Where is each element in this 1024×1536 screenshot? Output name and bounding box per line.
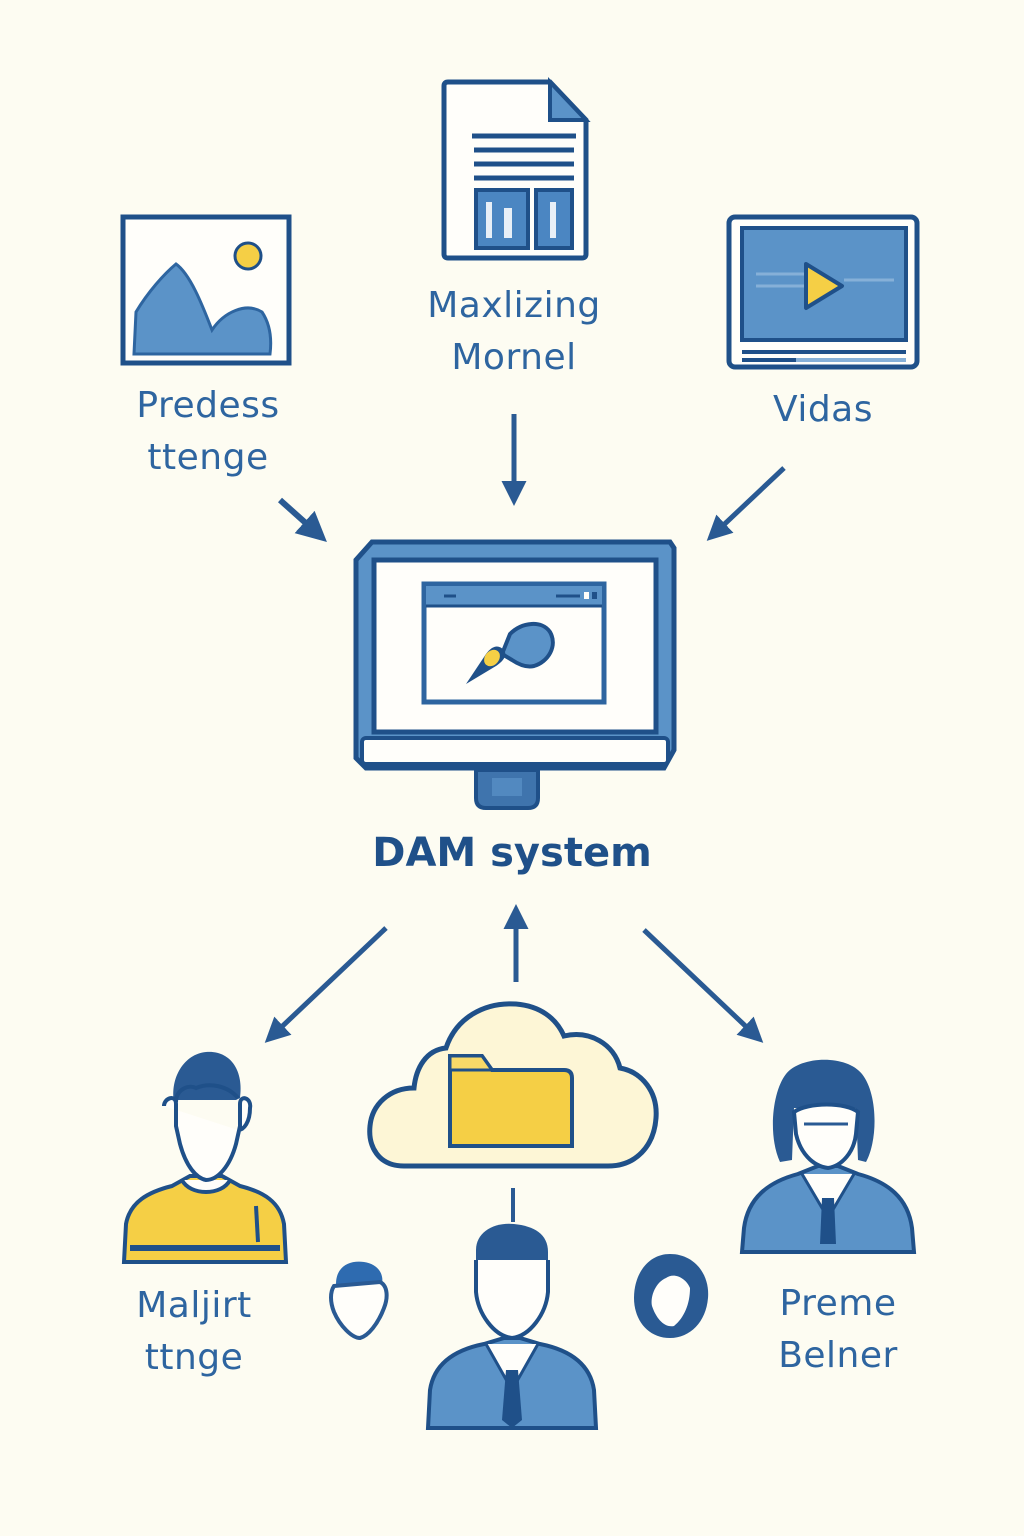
label-document-line-1: Maxlizing bbox=[427, 285, 601, 326]
folder-icon bbox=[448, 1054, 574, 1148]
user-yellow-shirt-icon bbox=[121, 1051, 289, 1264]
user-right bbox=[738, 1052, 917, 1260]
arrow-image-to-dam bbox=[277, 497, 327, 543]
label-image-line-1: Predess bbox=[136, 385, 280, 426]
label-document: Maxlizing Mornel bbox=[384, 280, 644, 384]
input-document bbox=[440, 76, 591, 266]
label-document-line-2: Mornel bbox=[451, 337, 577, 378]
arrow-dam-to-user-left bbox=[264, 926, 388, 1043]
arrow-video-to-dam bbox=[706, 466, 786, 541]
label-user-right: Preme Belner bbox=[738, 1278, 938, 1382]
label-video: Vidas bbox=[718, 384, 928, 436]
small-user-icon bbox=[329, 1261, 389, 1341]
label-video-line-1: Vidas bbox=[772, 389, 873, 430]
label-user-left-line-1: Maljirt bbox=[136, 1285, 252, 1326]
monitor-icon bbox=[353, 539, 677, 810]
label-user-right-line-1: Preme bbox=[779, 1283, 897, 1324]
small-avatar-left bbox=[328, 1258, 392, 1346]
image-icon bbox=[120, 214, 292, 366]
label-image-line-2: ttenge bbox=[147, 437, 269, 478]
input-image bbox=[120, 214, 292, 370]
cloud-folder-icon bbox=[367, 1001, 659, 1169]
small-user-dark-icon bbox=[634, 1254, 709, 1338]
user-left bbox=[120, 1046, 290, 1272]
label-image: Predess ttenge bbox=[88, 380, 328, 484]
pen-tool-icon bbox=[466, 622, 555, 684]
user-woman-suit-icon bbox=[739, 1059, 917, 1254]
video-icon bbox=[726, 214, 920, 370]
label-user-left: Maljirt ttnge bbox=[94, 1280, 294, 1384]
user-suit-icon bbox=[425, 1223, 599, 1430]
dam-system-label: DAM system bbox=[372, 830, 652, 876]
arrow-dam-to-user-right bbox=[642, 928, 764, 1043]
small-avatar-right bbox=[630, 1248, 712, 1346]
document-icon bbox=[441, 76, 591, 261]
label-user-left-line-2: ttnge bbox=[144, 1337, 244, 1378]
user-center bbox=[424, 1220, 600, 1438]
storage-cloud bbox=[364, 996, 662, 1178]
dam-system-node bbox=[352, 538, 678, 818]
label-user-right-line-2: Belner bbox=[778, 1335, 898, 1376]
input-video bbox=[726, 214, 920, 374]
